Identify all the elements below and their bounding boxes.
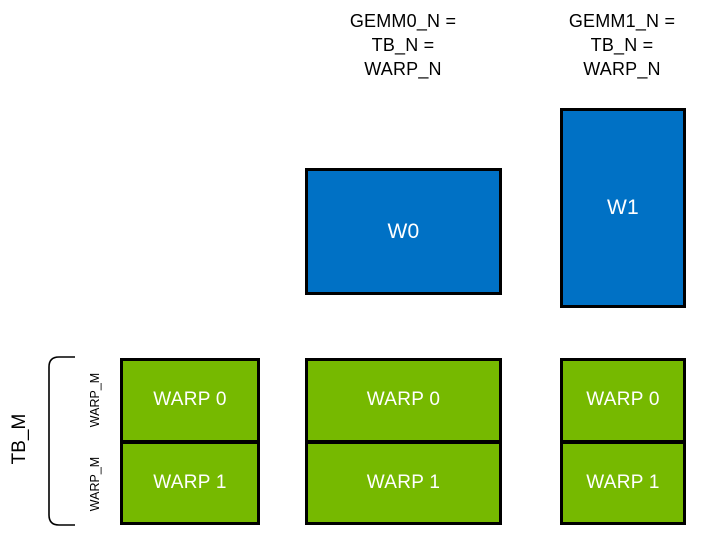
- warp-cell-label: WARP 0: [153, 389, 227, 411]
- warp-column-2: WARP 0 WARP 1: [305, 358, 502, 525]
- warp-cell: WARP 1: [123, 443, 257, 522]
- cell-divider: [308, 439, 499, 444]
- warp-m-axis-label-top: WARP_M: [88, 372, 102, 428]
- cell-divider: [563, 439, 683, 444]
- warp-cell: WARP 0: [563, 361, 683, 440]
- warp-cell-label: WARP 1: [586, 471, 660, 493]
- warp-cell-label: WARP 0: [366, 389, 441, 411]
- gemm1-dimension-label: GEMM1_N = TB_N = WARP_N: [568, 11, 676, 79]
- tb-m-axis-label: TB_M: [9, 413, 30, 465]
- warp-column-1: WARP 0 WARP 1: [120, 358, 260, 525]
- warp-column-3: WARP 0 WARP 1: [560, 358, 686, 525]
- warp-tile-w1: W1: [560, 108, 686, 308]
- warp-cell-label: WARP 1: [153, 471, 227, 493]
- warp-cell: WARP 0: [123, 361, 257, 440]
- warp-cell-label: WARP 1: [366, 471, 441, 493]
- warp-cell-label: WARP 0: [586, 389, 660, 411]
- gemm0-dimension-label: GEMM0_N = TB_N = WARP_N: [349, 11, 457, 79]
- warp-tile-w0: W0: [305, 168, 502, 295]
- warp-cell: WARP 1: [308, 443, 499, 522]
- warp-tile-w0-label: W0: [387, 219, 420, 243]
- tb-m-bracket: [48, 356, 75, 526]
- cell-divider: [123, 439, 257, 444]
- warp-m-axis-label-bottom: WARP_M: [88, 456, 102, 512]
- warp-tile-w1-label: W1: [606, 196, 640, 219]
- warp-cell: WARP 1: [563, 443, 683, 522]
- warp-cell: WARP 0: [308, 361, 499, 440]
